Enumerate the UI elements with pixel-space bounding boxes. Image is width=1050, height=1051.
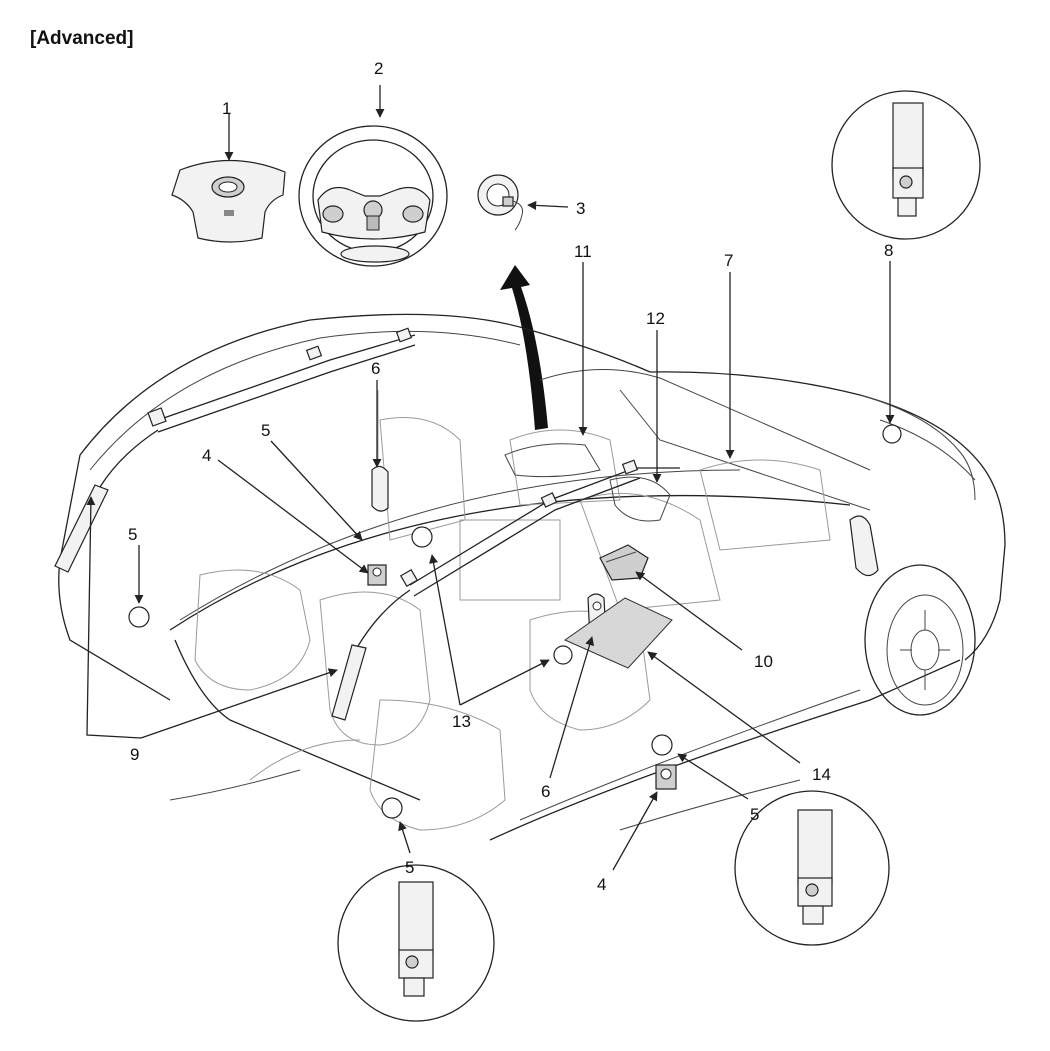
impact-sensor-marker-rear-floor [381, 797, 403, 819]
clock-spring [477, 174, 524, 231]
impact-sensor-marker-front-left [651, 734, 673, 756]
passenger-airbag [609, 476, 671, 522]
instrument-panel [504, 443, 601, 478]
label-14: 14 [812, 765, 831, 784]
label-4-lower: 4 [597, 875, 606, 894]
label-5-left: 5 [128, 525, 137, 544]
label-5-right: 5 [750, 805, 759, 824]
label-4-upper: 4 [202, 446, 211, 465]
steering-wheel [298, 125, 448, 267]
label-5-upper: 5 [261, 421, 270, 440]
impact-sensor-marker-pillar [411, 526, 433, 548]
seat-belt-pretensioner-front [655, 764, 677, 790]
label-12: 12 [646, 309, 665, 328]
label-5-bottom: 5 [405, 858, 414, 877]
side-airbag-rear-seat [371, 465, 389, 512]
srs-control-module [599, 544, 649, 581]
label-7: 7 [724, 251, 733, 270]
seat-belt-pretensioner-rear [367, 564, 387, 586]
label-6-lower: 6 [541, 782, 550, 801]
label-6-upper: 6 [371, 359, 380, 378]
label-13: 13 [452, 712, 471, 731]
sensor-detail-callout-top-right [831, 90, 981, 240]
impact-sensor-marker-rear-left [128, 606, 150, 628]
label-10: 10 [754, 652, 773, 671]
label-1: 1 [222, 99, 231, 118]
label-11: 11 [574, 242, 592, 261]
impact-sensor-marker-front-door [553, 645, 573, 665]
curtain-airbag-right [54, 327, 416, 573]
driver-airbag-module [171, 159, 286, 243]
removal-direction-arrow [500, 265, 548, 430]
label-2: 2 [374, 59, 383, 78]
label-3: 3 [576, 199, 585, 218]
label-9: 9 [130, 745, 139, 764]
impact-sensor-marker-front [882, 424, 902, 444]
label-8: 8 [884, 241, 893, 260]
page-title: [Advanced] [30, 28, 134, 49]
sensor-detail-callout-bottom-center [337, 864, 495, 1022]
leader-lines [86, 85, 895, 871]
occupant-sensor-mat [563, 597, 673, 669]
sensor-detail-callout-bottom-right [734, 790, 890, 946]
